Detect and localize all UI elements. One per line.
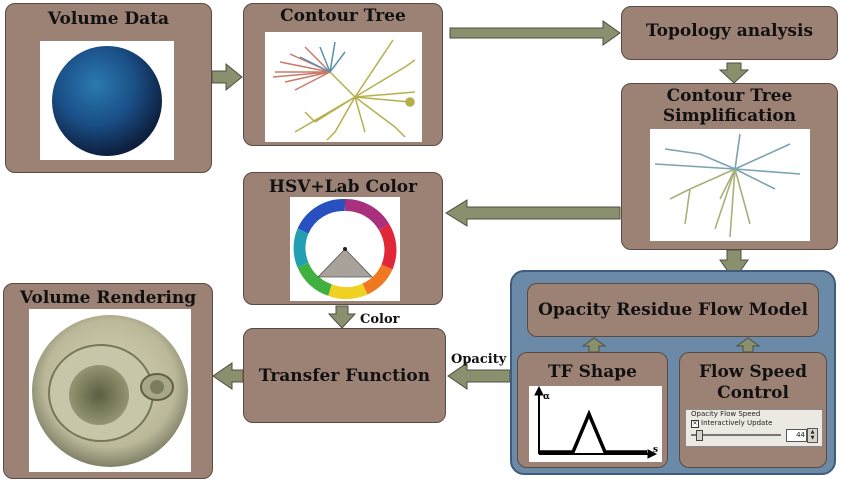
tf-y-axis-label: α — [543, 392, 550, 402]
flow-speed-widget: Opacity Flow Speed ✕ Interactively Updat… — [685, 409, 823, 447]
edge-label-color: Color — [360, 312, 400, 327]
node-title: Transfer Function — [258, 366, 431, 386]
node-title-line1: Flow Speed — [698, 362, 808, 382]
tf-x-axis-label: s — [653, 445, 658, 455]
flow-speed-spin-button[interactable]: ▲▼ — [807, 428, 818, 443]
arrow-volume-to-contour — [211, 62, 243, 92]
interactive-update-label: Interactively Update — [701, 419, 773, 427]
arrow-hsv-to-transfer — [327, 305, 357, 329]
node-title: HSV+Lab Color — [268, 177, 418, 197]
node-title: Contour Tree — [280, 6, 406, 26]
flow-speed-value-input[interactable]: 44 — [786, 429, 807, 442]
node-tf-shape: TF Shape α s — [517, 352, 668, 468]
node-volume-data: Volume Data — [5, 3, 212, 173]
node-volume-rendering: Volume Rendering — [3, 283, 213, 479]
node-title: Opacity Residue Flow Model — [538, 300, 808, 320]
volume-rendering-image — [29, 309, 191, 472]
node-title: Volume Data — [47, 9, 170, 29]
arrow-simplification-to-hsv — [445, 199, 621, 227]
node-topology-analysis: Topology analysis — [621, 6, 838, 60]
contour-tree-image — [265, 32, 422, 142]
color-wheel-image — [290, 197, 400, 301]
arrow-transfer-to-rendering — [212, 362, 244, 390]
node-title-line1: Contour Tree — [666, 86, 793, 106]
simplified-tree-image — [650, 129, 810, 241]
arrow-panel-to-transfer — [447, 362, 511, 390]
arrow-topology-to-simplification — [718, 62, 750, 84]
node-title-line2: Control — [717, 383, 789, 403]
tf-shape-plot: α s — [529, 386, 662, 462]
node-title: TF Shape — [548, 362, 637, 382]
edge-label-opacity: Opacity — [451, 352, 507, 367]
node-flow-speed-control: Flow Speed Control Opacity Flow Speed ✕ … — [679, 352, 827, 468]
flow-speed-slider-track[interactable] — [691, 434, 781, 436]
interactive-update-checkbox[interactable]: ✕ — [691, 420, 699, 428]
flow-speed-slider-thumb[interactable] — [696, 430, 703, 441]
node-opacity-residue-flow-model: Opacity Residue Flow Model — [527, 283, 819, 337]
arrow-contour-to-topology — [449, 20, 621, 46]
volume-sphere-image — [40, 41, 174, 160]
node-title: Volume Rendering — [19, 288, 197, 308]
node-contour-tree: Contour Tree — [243, 3, 443, 146]
node-title-line2: Simplification — [662, 106, 797, 126]
node-ct-simplification: Contour Tree Simplification — [621, 83, 838, 250]
flow-speed-group-label: Opacity Flow Speed — [691, 410, 761, 418]
node-hsv-lab-color: HSV+Lab Color — [243, 172, 443, 305]
node-transfer-function: Transfer Function — [243, 328, 446, 423]
node-title: Topology analysis — [645, 21, 814, 41]
